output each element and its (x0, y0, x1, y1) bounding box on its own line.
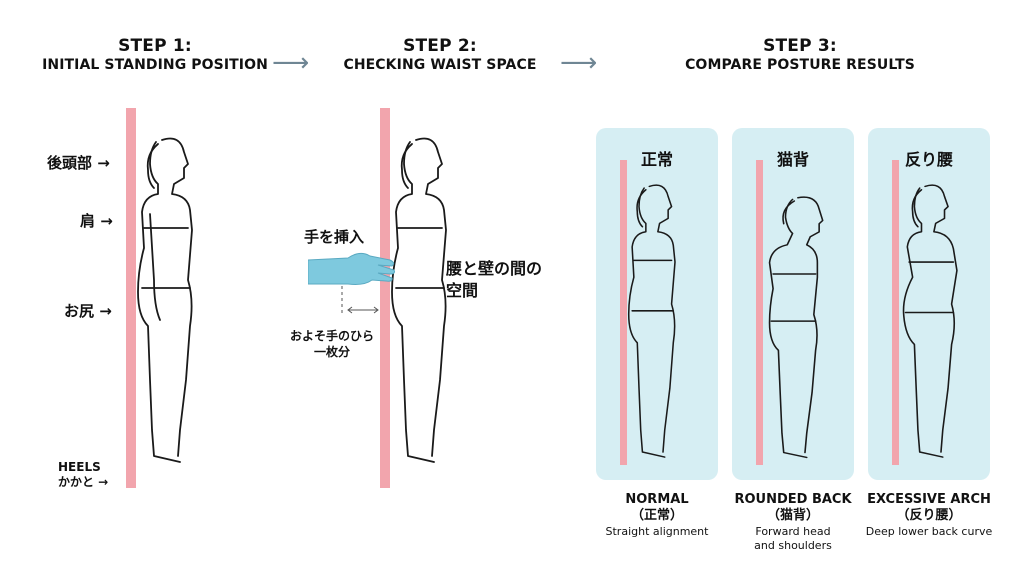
result-caption-normal: NORMAL （正常） Straight alignment (596, 492, 718, 539)
waist-space-label: 腰と壁の間の 空間 (446, 258, 542, 303)
result-name-rounded-back: ROUNDED BACK (734, 492, 852, 507)
result-name-normal: NORMAL (625, 492, 689, 507)
figure-rounded-back (768, 196, 824, 459)
space-indicator (341, 286, 379, 316)
panel-label-rounded-back: 猫背 (776, 150, 809, 169)
figure-normal (627, 184, 676, 458)
arrow-right-icon: ⟶ (272, 48, 310, 78)
result-name-jp-excessive-arch: （反り腰） (896, 508, 962, 524)
waist-space-line2: 空間 (446, 281, 479, 301)
palm-width-line2: 一枚分 (313, 345, 350, 360)
palm-width-label: およそ手のひら 一枚分 (280, 328, 384, 360)
step2-wall (380, 108, 390, 488)
step2-header: STEP 2: CHECKING WAIST SPACE (330, 36, 550, 75)
panel-wall-excessive-arch (892, 160, 899, 465)
arrow-right-icon: ⟶ (560, 48, 598, 78)
heels-label-en: HEELS (58, 460, 101, 474)
result-panel-excessive-arch (868, 128, 990, 480)
step1-subtitle: INITIAL STANDING POSITION (42, 57, 268, 74)
result-desc-rounded-back-2: and shoulders (754, 538, 832, 552)
step2-title: STEP 2: (403, 36, 477, 56)
step1-title: STEP 1: (118, 36, 192, 56)
step3-subtitle: COMPARE POSTURE RESULTS (685, 57, 915, 74)
panel-label-excessive-arch: 反り腰 (904, 150, 953, 169)
panel-wall-rounded-back (756, 160, 763, 465)
result-caption-excessive-arch: EXCESSIVE ARCH （反り腰） Deep lower back cur… (856, 492, 1002, 539)
insert-hand-label: 手を挿入 (304, 228, 365, 246)
heels-label-jp: かかと → (58, 475, 109, 489)
result-name-jp-rounded-back: （猫背） (766, 508, 819, 524)
step3-title: STEP 3: (763, 36, 837, 56)
result-desc-rounded-back-1: Forward head (755, 524, 831, 538)
result-name-excessive-arch: EXCESSIVE ARCH (867, 492, 991, 507)
result-caption-rounded-back: ROUNDED BACK （猫背） Forward head and shoul… (722, 492, 864, 553)
panel-wall-normal (620, 160, 627, 465)
shoulder-label: 肩 → (80, 212, 113, 230)
step2-subtitle: CHECKING WAIST SPACE (343, 57, 537, 74)
result-desc-normal: Straight alignment (605, 524, 709, 538)
result-panel-rounded-back (732, 128, 854, 480)
step1-header: STEP 1: INITIAL STANDING POSITION (30, 36, 280, 75)
waist-space-line1: 腰と壁の間の (446, 259, 543, 278)
result-name-jp-normal: （正常） (630, 508, 683, 524)
hip-label: お尻 → (64, 302, 112, 320)
figure-excessive-arch (902, 184, 958, 458)
panel-label-normal: 正常 (640, 150, 673, 169)
hand-icon (308, 252, 395, 285)
result-panel-normal (596, 128, 718, 480)
result-desc-excessive-arch: Deep lower back curve (865, 524, 993, 538)
palm-width-line1: およそ手のひら (289, 329, 374, 343)
standing-figure-step2 (391, 137, 447, 463)
head-label: 後頭部 → (47, 154, 110, 172)
standing-figure-step1 (137, 137, 193, 463)
step3-header: STEP 3: COMPARE POSTURE RESULTS (660, 36, 940, 75)
heels-label: HEELS かかと → (58, 460, 108, 490)
step1-wall (126, 108, 136, 488)
